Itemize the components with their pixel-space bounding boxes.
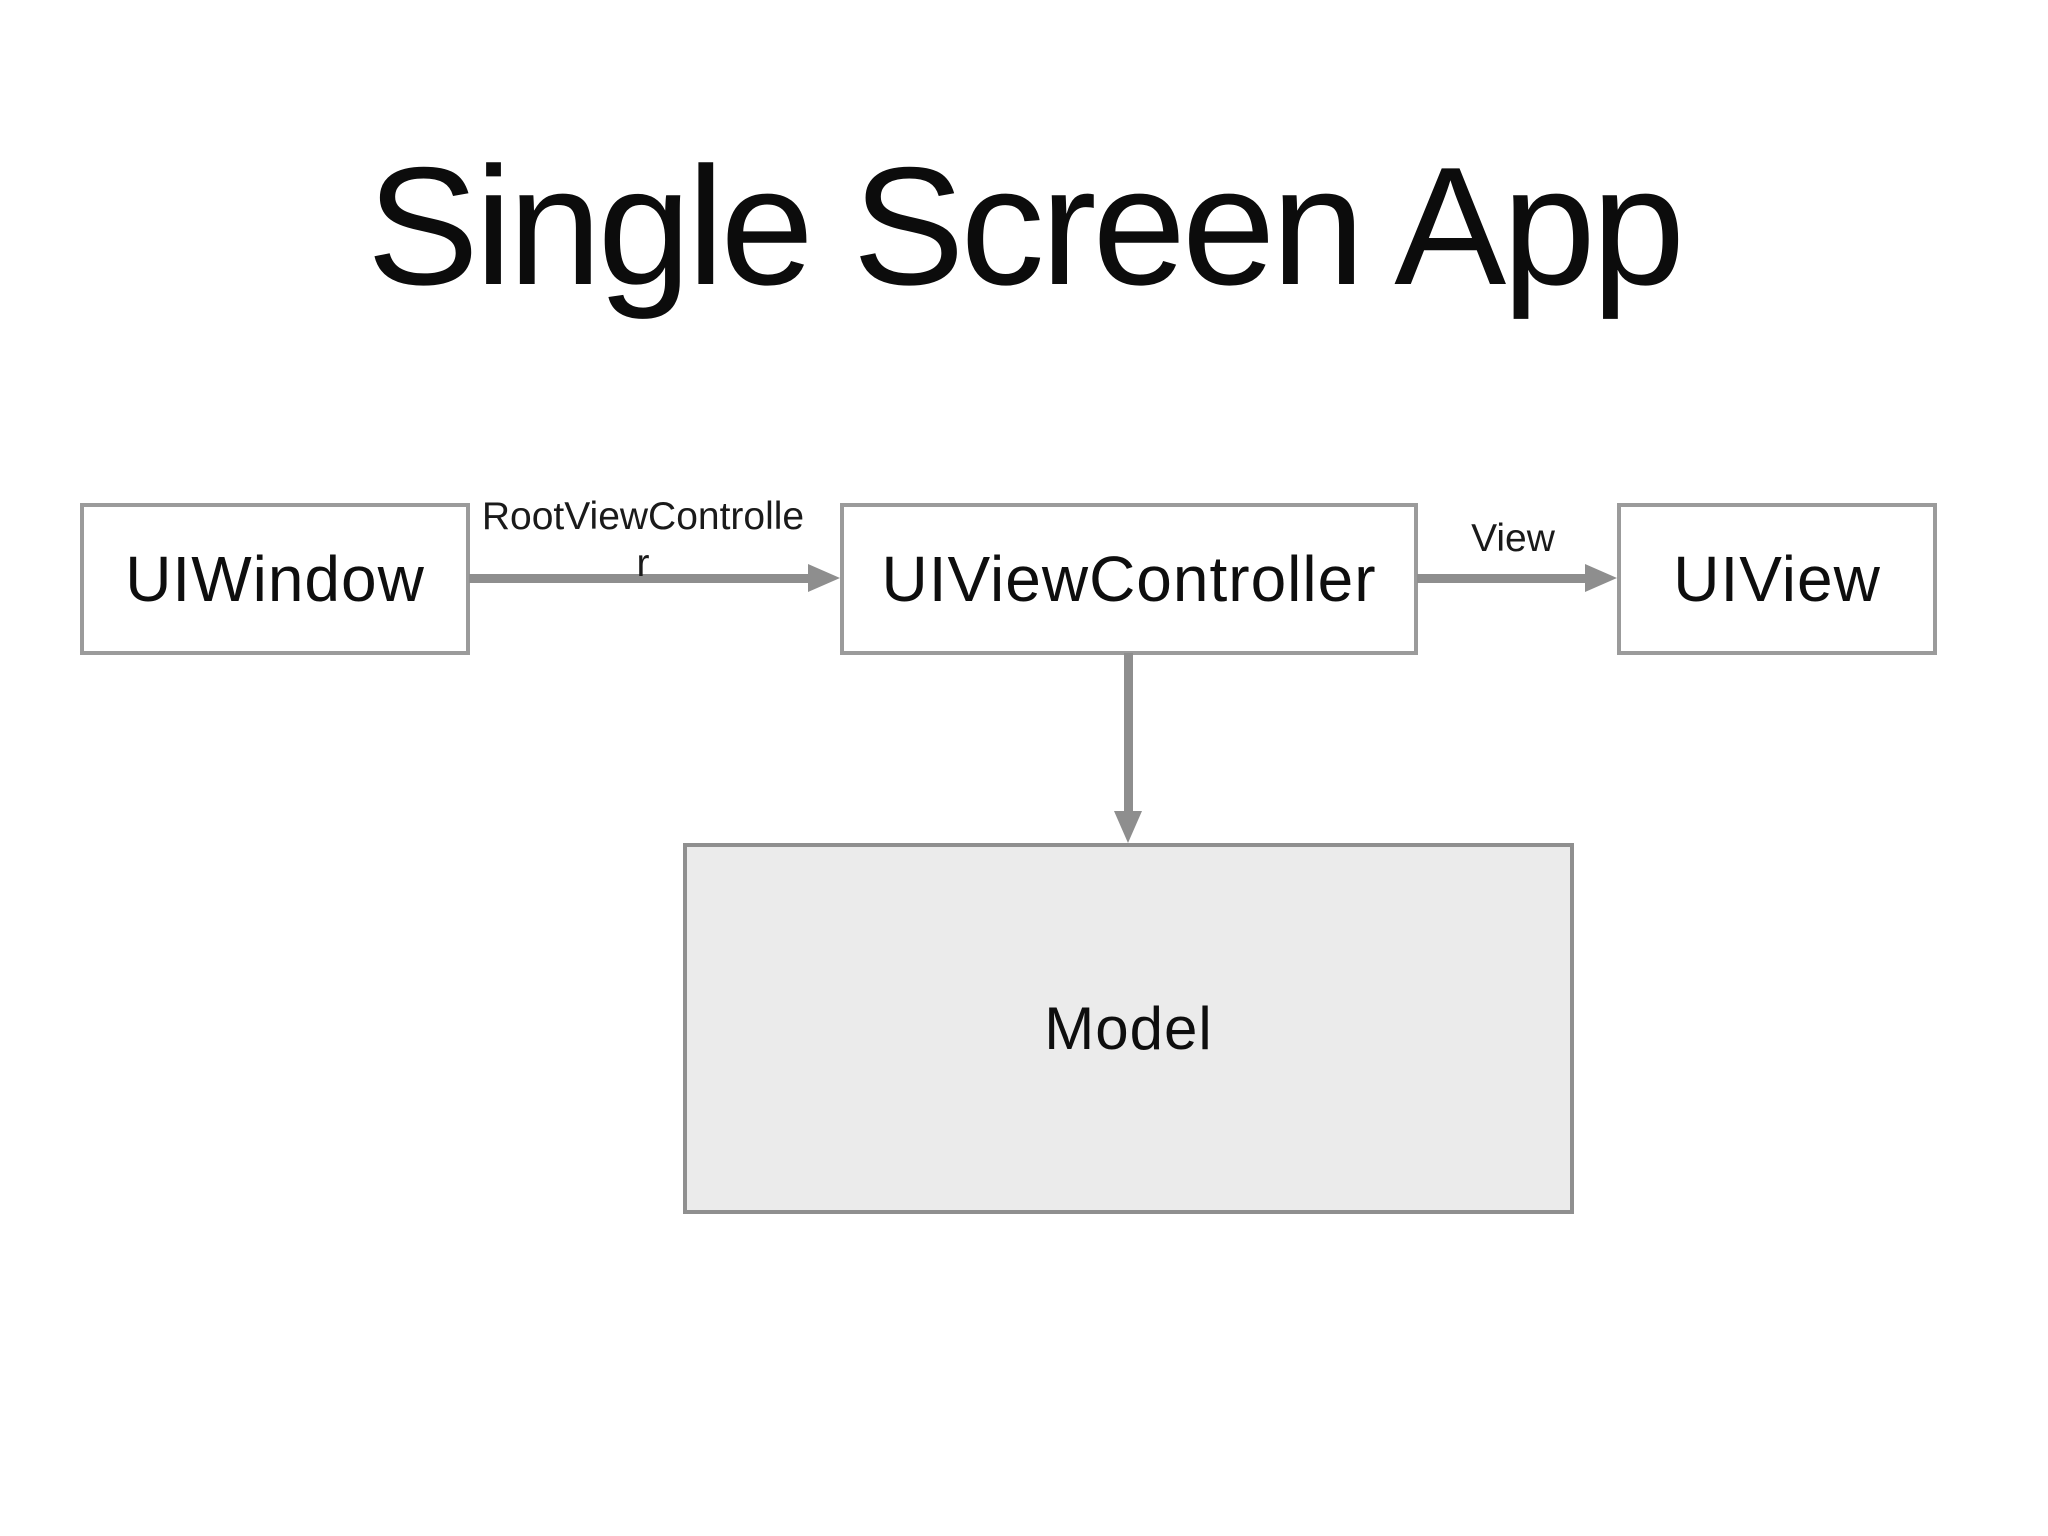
edge-label-view: View: [1471, 517, 1555, 560]
edge-label-line1: RootViewControlle: [481, 495, 805, 538]
node-uiviewcontroller: UIViewController: [840, 503, 1418, 655]
node-uiviewcontroller-label: UIViewController: [881, 543, 1377, 615]
arrowhead-right-icon: [808, 564, 840, 592]
edge-label-rootviewcontroller: RootViewControlle r: [463, 494, 823, 588]
arrow-shaft: [469, 574, 811, 583]
node-uiwindow: UIWindow: [80, 503, 470, 655]
node-model: Model: [683, 843, 1574, 1214]
arrowhead-right-icon: [1585, 564, 1617, 592]
arrow-shaft: [1417, 574, 1587, 583]
node-uiview-label: UIView: [1673, 543, 1881, 615]
edge-label-line2: r: [636, 541, 650, 585]
node-uiview: UIView: [1617, 503, 1937, 655]
node-model-label: Model: [1044, 995, 1213, 1062]
arrow-shaft: [1124, 653, 1133, 813]
arrowhead-down-icon: [1114, 811, 1142, 843]
node-uiwindow-label: UIWindow: [125, 543, 425, 615]
page-title: Single Screen App: [366, 132, 1685, 320]
